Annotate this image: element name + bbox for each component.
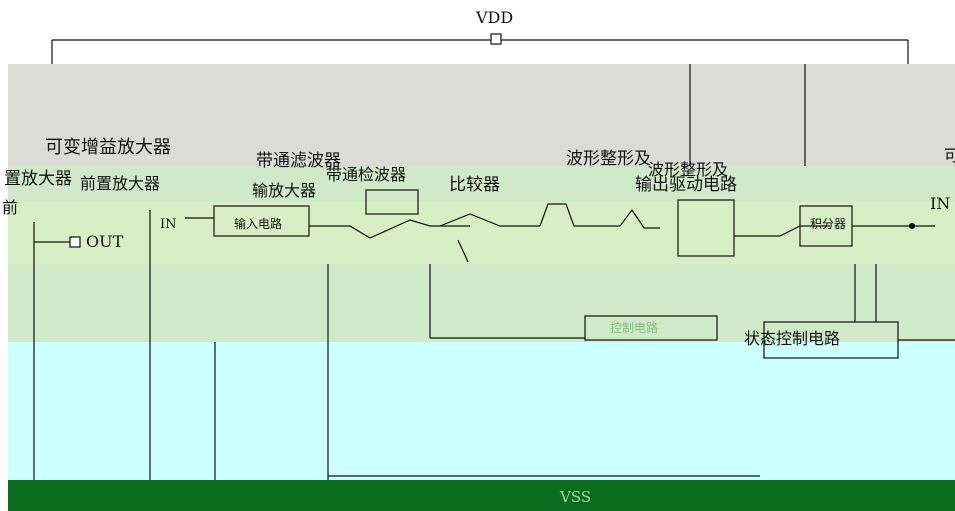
bandpass-detector-label: 带通检波器 [326,165,407,184]
waveform-shaping-2-label: 波形整形及 [648,160,729,179]
output-driver-label: 输出驱动电路 [635,175,737,195]
bandpass-detector-box [365,189,419,215]
preamp-label: 前置放大器 [80,174,161,193]
vdd-label: VDD [476,8,514,27]
front-amp-label: 置放大器 [4,169,72,189]
right-fragment-label: 可 [944,146,955,165]
gray-band [8,64,955,166]
dark-green-band [8,480,955,511]
vdd-terminal [490,33,502,45]
waveform-shaping-label: 波形整形及 [566,149,651,169]
out-terminal [69,236,81,248]
in-pin-right-label: IN [930,194,951,213]
bandpass-filter-label: 带通滤波器 [256,151,341,171]
comparator-label: 比较器 [449,175,500,195]
green-band-upper [8,166,955,202]
vss-label: VSS [560,488,592,506]
input-circuit-box [213,205,310,237]
green-band-mid [8,202,955,264]
driver-box [677,199,735,257]
in-pin-label: IN [160,217,177,232]
left-fragment-label: 前 [2,198,19,217]
status-control-label: 状态控制电路 [744,329,841,348]
green-band-lower [8,264,955,342]
control-circuit-box [584,315,718,341]
control-circuit-label: 控制电路 [610,321,659,335]
amplifier-label: 输放大器 [252,181,317,200]
variable-gain-amp-label: 可变增益放大器 [45,137,171,158]
integrator-label: 积分器 [810,217,847,231]
cyan-band [8,342,955,480]
out-pin-label: OUT [86,232,124,251]
input-circuit-label: 输入电路 [234,217,283,231]
